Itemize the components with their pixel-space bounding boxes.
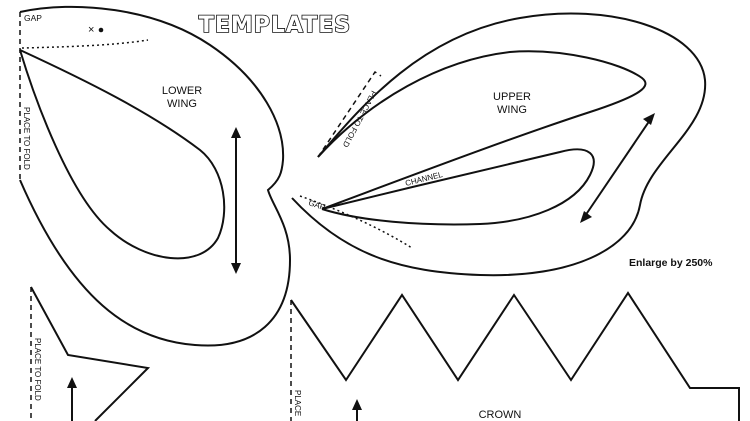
upper-wing-fold-label: PLACE TO FOLD	[341, 89, 379, 149]
lower-wing-gap-line	[21, 39, 149, 49]
body-fold-label: PLACE TO FOLD	[33, 338, 42, 401]
lower-wing-label-line2: WING	[167, 98, 197, 110]
upper-wing-template: UPPER WING CHANNEL GAP PLACE TO FOLD	[291, 12, 707, 277]
upper-wing-arrow	[584, 119, 651, 217]
lower-wing-arrowhead-top	[231, 127, 241, 138]
upper-wing-fold-line	[317, 70, 382, 158]
upper-wing-inner-outline	[317, 50, 647, 210]
upper-wing-gap-label: GAP	[307, 198, 326, 212]
upper-wing-channel	[321, 148, 595, 226]
crown-template: CROWN PLACE	[290, 291, 740, 421]
upper-wing-label-line1: UPPER	[493, 91, 531, 103]
lower-wing-outline	[19, 5, 292, 347]
upper-wing-arrowhead-top	[643, 113, 655, 125]
crown-label: CROWN	[479, 409, 522, 421]
lower-wing-fold-label: PLACE TO FOLD	[22, 107, 31, 170]
body-template: PLACE TO FOLD	[30, 286, 151, 421]
crown-fold-label: PLACE	[293, 390, 302, 416]
body-arrowhead-top	[67, 377, 77, 388]
lower-wing-inner-outline	[19, 49, 226, 260]
crown-arrowhead-top	[352, 399, 362, 410]
lower-wing-gap-label: GAP	[24, 13, 42, 23]
upper-wing-gap-line	[299, 195, 413, 249]
lower-wing-label-line1: LOWER	[162, 85, 202, 97]
upper-wing-label-line2: WING	[497, 104, 527, 116]
page-title: TEMPLATES	[199, 13, 351, 38]
upper-wing-arrowhead-bottom	[580, 211, 592, 223]
crown-outline	[290, 291, 740, 421]
upper-wing-outline	[291, 12, 707, 277]
lower-wing-template: × GAP PLACE TO FOLD LOWER WING	[19, 5, 292, 347]
lower-wing-x-mark: ×	[88, 24, 94, 36]
enlarge-note: Enlarge by 250%	[629, 257, 713, 269]
body-outline	[30, 286, 151, 421]
lower-wing-dot-mark	[98, 27, 104, 33]
lower-wing-arrowhead-bottom	[231, 263, 241, 274]
